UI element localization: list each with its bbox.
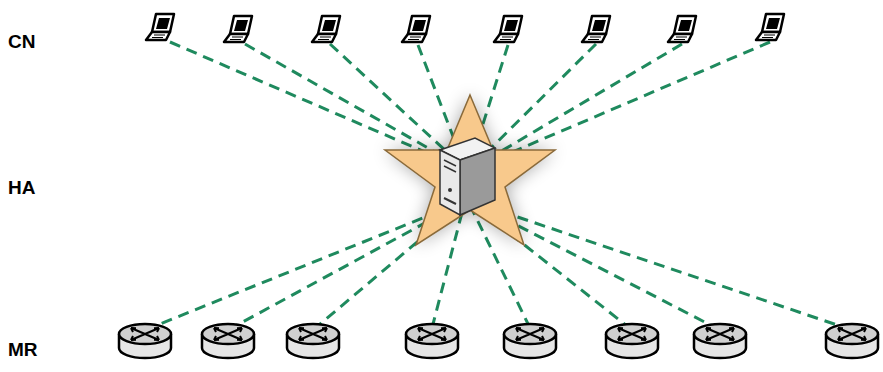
row-label: HA	[8, 178, 35, 197]
laptop-icons	[146, 14, 784, 42]
home-agent-star	[385, 95, 555, 245]
server-icon	[440, 138, 495, 215]
row-label: MR	[8, 340, 38, 359]
dashed-links	[145, 42, 852, 330]
row-label: CN	[8, 32, 35, 51]
router-icons	[119, 324, 878, 358]
